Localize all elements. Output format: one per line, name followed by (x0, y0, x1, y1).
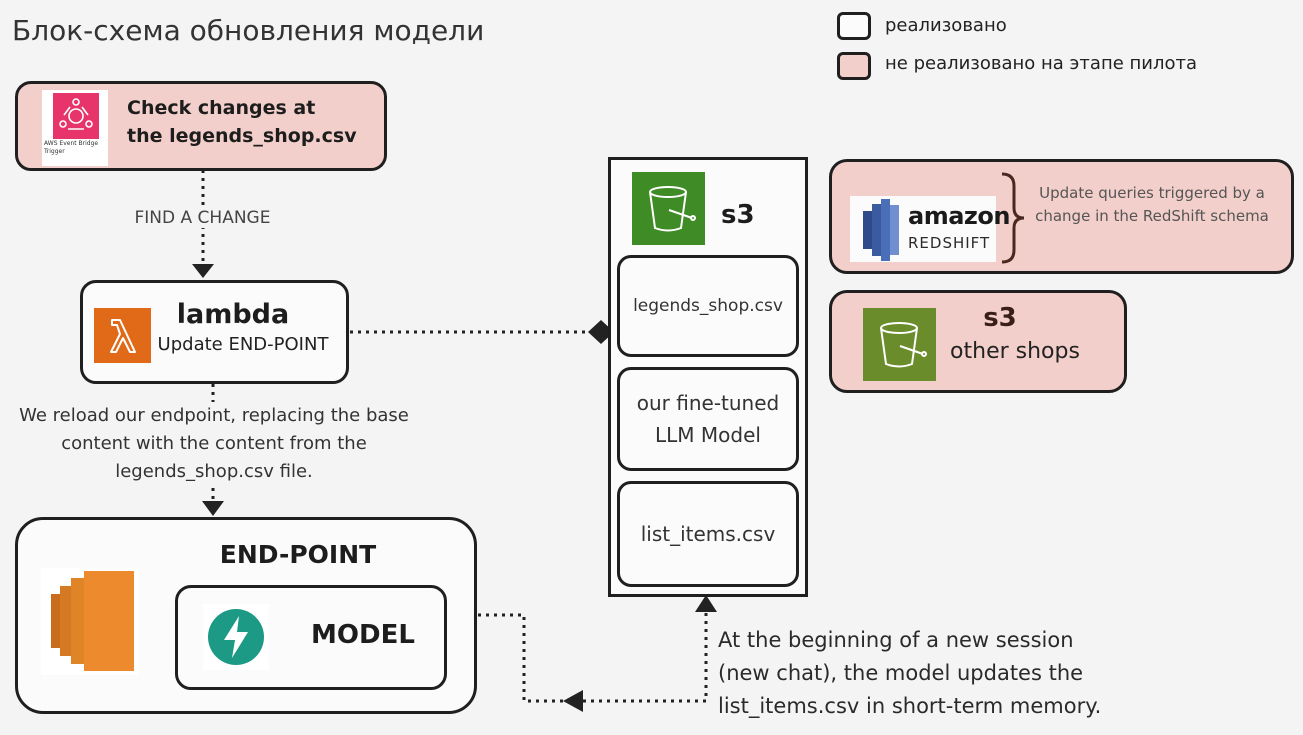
ec2-icon (51, 571, 134, 671)
s3-main-title: s3 (721, 200, 755, 230)
lambda-box: lambda Update END-POINT (80, 280, 349, 384)
redshift-box: amazon REDSHIFT Update queries triggered… (829, 159, 1294, 274)
legend-not-implemented-label: не реализовано на этапе пилота (885, 53, 1198, 74)
endpoint-title: END-POINT (219, 540, 377, 569)
legend-not-implemented-swatch (837, 52, 871, 80)
curly-brace (1001, 172, 1025, 264)
eventbridge-title: Check changes at the legends_shop.csv (127, 97, 357, 147)
s3-item-label: list_items.csv (640, 522, 776, 546)
legend-implemented-label: реализовано (885, 15, 1007, 36)
s3-main-box: s3 legends_shop.csv our fine-tuned LLM M… (608, 157, 808, 597)
redshift-logo: amazon REDSHIFT (850, 196, 1010, 262)
eventbridge-box: AWS Event Bridge Trigger Check changes a… (15, 81, 387, 171)
s3-item-label: legends_shop.csv (633, 296, 783, 316)
s3-other-bucket-icon (863, 308, 936, 381)
fastapi-icon (208, 609, 264, 665)
connector-s3-to-model (583, 612, 708, 703)
arrowhead-to-lambda (192, 264, 214, 278)
redshift-note: Update queries triggered by a change in … (1035, 184, 1269, 225)
connector-model-to-s3 (478, 613, 583, 703)
model-icon-card (203, 604, 269, 670)
model-label: MODEL (311, 620, 415, 650)
s3-other-subtitle: other shops (950, 339, 1080, 364)
eventbridge-icon-caption: AWS Event Bridge Trigger (44, 140, 99, 155)
lambda-subtitle: Update END-POINT (157, 334, 329, 355)
redshift-icon (863, 199, 899, 261)
arrowhead-to-s3 (695, 595, 717, 612)
s3-other-box: s3 other shops (829, 290, 1127, 393)
arrowhead-to-model (563, 690, 583, 712)
model-box: MODEL (175, 585, 447, 690)
eventbridge-icon (53, 93, 99, 139)
find-change-label: FIND A CHANGE (120, 208, 285, 228)
lambda-title: lambda (176, 299, 290, 330)
legend-implemented-swatch (837, 12, 871, 40)
redshift-brand-bottom: REDSHIFT (908, 234, 991, 252)
page-title: Блок-схема обновления модели (12, 14, 485, 47)
s3-item-label: our fine-tuned LLM Model (636, 391, 780, 447)
s3-item-legends-shop: legends_shop.csv (617, 255, 799, 357)
ec2-icon-card (41, 568, 139, 675)
s3-other-title: s3 (983, 303, 1017, 333)
arrowhead-to-endpoint (202, 501, 224, 516)
eventbridge-icon-card: AWS Event Bridge Trigger (42, 90, 108, 166)
redshift-brand-top: amazon (908, 202, 1010, 230)
s3-item-list-items: list_items.csv (617, 481, 799, 587)
endpoint-box: END-POINT MODEL (15, 517, 477, 714)
s3-item-llm-model: our fine-tuned LLM Model (617, 367, 799, 471)
s3-bucket-icon (632, 172, 705, 245)
reload-note: We reload our endpoint, replacing the ba… (10, 402, 418, 486)
lambda-icon (94, 308, 151, 363)
session-note: At the beginning of a new session (new c… (718, 628, 1102, 718)
diamond-head-s3 (588, 320, 614, 344)
